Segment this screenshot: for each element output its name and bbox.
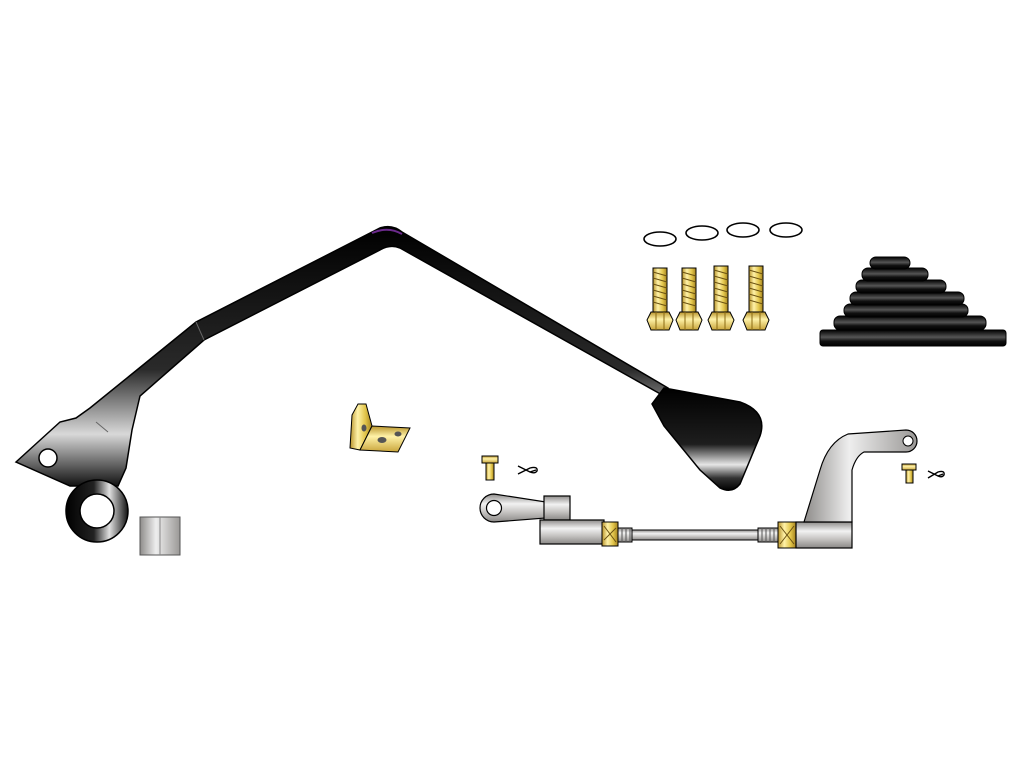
- bolt-set: [646, 265, 770, 331]
- clevis-pin-icon: [481, 455, 499, 481]
- bracket-hole-icon: [377, 437, 387, 443]
- brake-pedal-arm-icon: [14, 225, 763, 543]
- threaded-bolt-icon: [675, 267, 703, 331]
- threaded-bolt-icon: [707, 265, 735, 331]
- threaded-bolt-icon: [742, 265, 770, 331]
- o-ring-icon: [769, 222, 803, 238]
- o-ring-icon: [685, 225, 719, 241]
- pivot-hole-icon: [38, 448, 58, 468]
- bellows-boot-icon: [819, 256, 1007, 347]
- cotter-pin-icon: [517, 465, 538, 475]
- cotter-pin-icon: [927, 470, 945, 479]
- clevis-pin-icon: [901, 463, 917, 484]
- linkage-rod-icon: [479, 429, 918, 549]
- o-ring-set: [643, 222, 803, 247]
- bushing-icon: [139, 516, 181, 556]
- angle-bracket-icon: [349, 403, 411, 453]
- bracket-hole-icon: [394, 431, 402, 437]
- threaded-bolt-icon: [646, 267, 674, 331]
- o-ring-icon: [643, 231, 677, 247]
- o-ring-icon: [726, 222, 760, 238]
